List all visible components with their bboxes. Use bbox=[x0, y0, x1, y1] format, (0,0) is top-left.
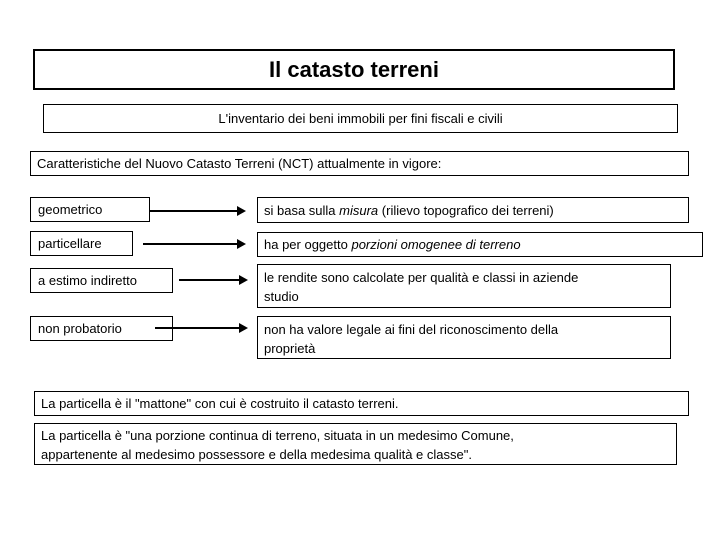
characteristics-heading: Caratteristiche del Nuovo Catasto Terren… bbox=[37, 156, 442, 171]
row-desc: ha per oggetto porzioni omogenee di terr… bbox=[264, 235, 521, 254]
row-label: non probatorio bbox=[38, 321, 122, 336]
row-desc-box-non-probatorio: non ha valore legale ai fini del riconos… bbox=[257, 316, 671, 359]
characteristics-heading-box: Caratteristiche del Nuovo Catasto Terren… bbox=[30, 151, 689, 176]
row-desc: non ha valore legale ai fini del riconos… bbox=[264, 320, 558, 358]
desc-text-line1: non ha valore legale ai fini del riconos… bbox=[264, 322, 559, 337]
title-box: Il catasto terreni bbox=[33, 49, 675, 90]
row-desc-box-particellare: ha per oggetto porzioni omogenee di terr… bbox=[257, 232, 703, 257]
note-box-particella-definizione: La particella è "una porzione continua d… bbox=[34, 423, 677, 465]
subtitle-box: L'inventario dei beni immobili per fini … bbox=[43, 104, 678, 133]
row-desc-box-geometrico: si basa sulla misura (rilievo topografic… bbox=[257, 197, 689, 223]
desc-text-italic: porzioni omogenee di terreno bbox=[351, 237, 521, 252]
connector-arrow-icon bbox=[150, 206, 246, 216]
row-label: geometrico bbox=[38, 202, 103, 217]
connector-arrow-icon bbox=[155, 323, 248, 333]
row-label-box-particellare: particellare bbox=[30, 231, 133, 256]
desc-text: (rilievo topografico dei terreni) bbox=[378, 202, 554, 218]
connector-arrow-icon bbox=[143, 239, 246, 249]
row-label: a estimo indiretto bbox=[38, 273, 137, 288]
connector-arrow-icon bbox=[179, 275, 248, 285]
desc-text: si basa sulla bbox=[264, 202, 340, 218]
subtitle-text: L'inventario dei beni immobili per fini … bbox=[218, 111, 503, 126]
desc-text-line2: studio bbox=[264, 289, 299, 304]
note-text-line1: La particella è "una porzione continua d… bbox=[41, 428, 514, 443]
desc-text: ha per oggetto bbox=[264, 237, 352, 252]
row-desc-box-estimo-indiretto: le rendite sono calcolate per qualità e … bbox=[257, 264, 671, 308]
row-label-box-non-probatorio: non probatorio bbox=[30, 316, 173, 341]
row-desc: le rendite sono calcolate per qualità e … bbox=[264, 268, 578, 306]
row-label-box-estimo-indiretto: a estimo indiretto bbox=[30, 268, 173, 293]
row-label-box-geometrico: geometrico bbox=[30, 197, 150, 222]
row-desc: si basa sulla misura (rilievo topografic… bbox=[264, 201, 554, 220]
note-text: La particella è "una porzione continua d… bbox=[41, 426, 514, 464]
note-text: La particella è il "mattone" con cui è c… bbox=[41, 396, 399, 411]
page-title: Il catasto terreni bbox=[269, 57, 439, 82]
note-text-line2: appartenente al medesimo possessore e de… bbox=[41, 447, 472, 462]
desc-text-line2: proprietà bbox=[264, 341, 316, 356]
row-label: particellare bbox=[38, 236, 102, 251]
note-box-particella-mattone: La particella è il "mattone" con cui è c… bbox=[34, 391, 689, 416]
desc-text-line1: le rendite sono calcolate per qualità e … bbox=[264, 270, 579, 285]
desc-text-italic: misura bbox=[339, 202, 379, 218]
